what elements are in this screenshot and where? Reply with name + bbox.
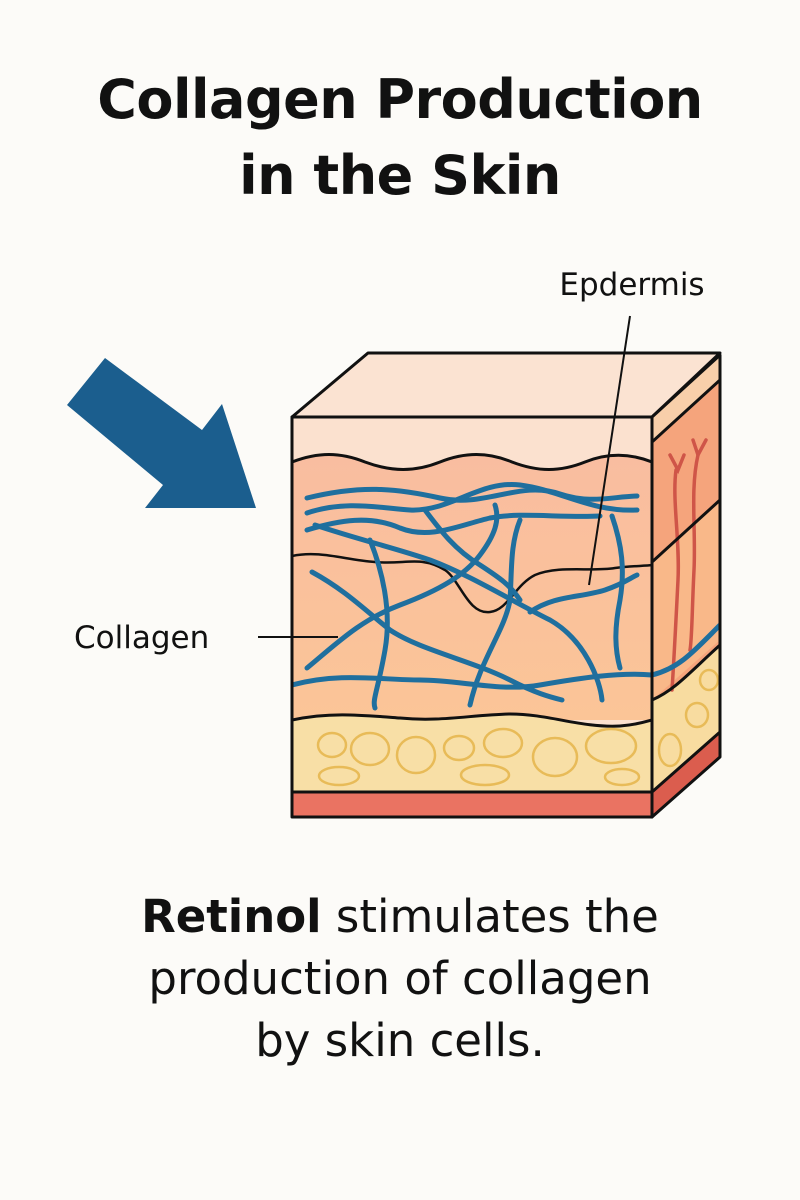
side-face [652,355,720,817]
caption: Retinol stimulates the production of col… [0,886,800,1072]
epidermis-label: Epdermis [559,267,704,303]
block-outline [290,353,722,819]
blood-vessels [668,438,708,692]
caption-bold-term: Retinol [141,890,322,943]
block-top-face [290,351,722,419]
collagen-fibers [292,481,652,711]
caption-line-2: production of collagen [148,952,652,1005]
base-layer [292,792,652,817]
title-line-1: Collagen Production [97,68,703,131]
caption-line-3: by skin cells. [255,1014,545,1067]
diagram-title: Collagen Production in the Skin [0,62,800,214]
collagen-label: Collagen [74,620,209,656]
front-face [292,417,652,817]
caption-line-1-rest: stimulates the [321,890,659,943]
epidermis-leader-line [588,315,631,586]
arrow-down-right-icon [67,358,256,508]
fat-cells [316,727,641,787]
caption-line-1: Retinol stimulates the [0,886,800,948]
title-line-2: in the Skin [239,144,561,207]
